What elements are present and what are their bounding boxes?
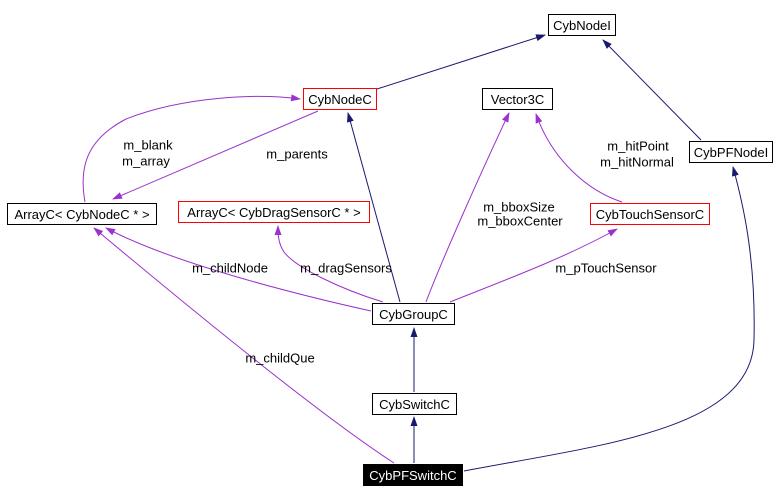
edge-label-m_bboxCenter: m_bboxCenter — [477, 213, 563, 229]
class-node-arrayc-cybdragsensorc[interactable]: ArrayC< CybDragSensorC * > — [178, 201, 370, 223]
edge-label-m_hitNormal: m_hitNormal — [600, 154, 674, 170]
edge-label-m_parents: m_parents — [266, 146, 328, 162]
usage-edge-arrayc-cybnodec-to-cybnodec — [82, 94, 301, 203]
inherit-edge-cybnodec-to-cybnodei — [376, 34, 546, 90]
inherit-edge-cybpfnodei-to-cybnodei — [602, 39, 702, 141]
class-node-cybtouchsensorc[interactable]: CybTouchSensorC — [590, 203, 710, 225]
class-node-arrayc-cybnodec[interactable]: ArrayC< CybNodeC * > — [7, 203, 157, 225]
usage-edge-cybnodec-to-arrayc-cybnodec — [112, 110, 319, 200]
edge-label-m_array: m_array — [122, 153, 170, 169]
class-node-cybnodei[interactable]: CybNodeI — [548, 14, 616, 36]
usage-edge-cybpfswitchc-to-arrayc-cybnodec — [93, 227, 395, 464]
inherit-edge-cybpfswitchc-to-cybpfnodei — [463, 166, 755, 472]
usage-edge-cybgroupc-to-arrayc-cybnodec — [105, 227, 372, 312]
edge-label-m_hitPoint: m_hitPoint — [607, 138, 669, 154]
class-node-cybgroupc[interactable]: CybGroupC — [372, 303, 455, 325]
edge-label-m_dragSensors: m_dragSensors — [300, 260, 392, 276]
edge-label-m_bboxSize: m_bboxSize — [483, 199, 555, 215]
edge-label-m_pTouchSensor: m_pTouchSensor — [555, 260, 657, 276]
usage-edge-cybgroupc-to-vector3c — [425, 112, 510, 303]
edge-label-m_blank: m_blank — [123, 137, 173, 153]
edge-label-m_childQue: m_childQue — [245, 350, 315, 366]
class-node-cybnodec[interactable]: CybNodeC — [303, 88, 377, 110]
class-node-cybpfnodei[interactable]: CybPFNodeI — [689, 141, 773, 163]
usage-edge-cybgroupc-to-cybtouchsensorc — [449, 228, 618, 303]
usage-edge-cybtouchsensorc-to-vector3c — [535, 113, 623, 203]
class-node-cybswitchc[interactable]: CybSwitchC — [372, 393, 457, 415]
inherit-edge-cybgroupc-to-cybnodec — [347, 112, 401, 303]
class-node-vector3c[interactable]: Vector3C — [482, 88, 553, 110]
edge-label-m_childNode: m_childNode — [192, 260, 268, 276]
usage-edge-cybgroupc-to-arrayc-cybdragsensorc — [274, 225, 384, 303]
class-node-cybpfswitchc[interactable]: CybPFSwitchC — [363, 464, 463, 486]
